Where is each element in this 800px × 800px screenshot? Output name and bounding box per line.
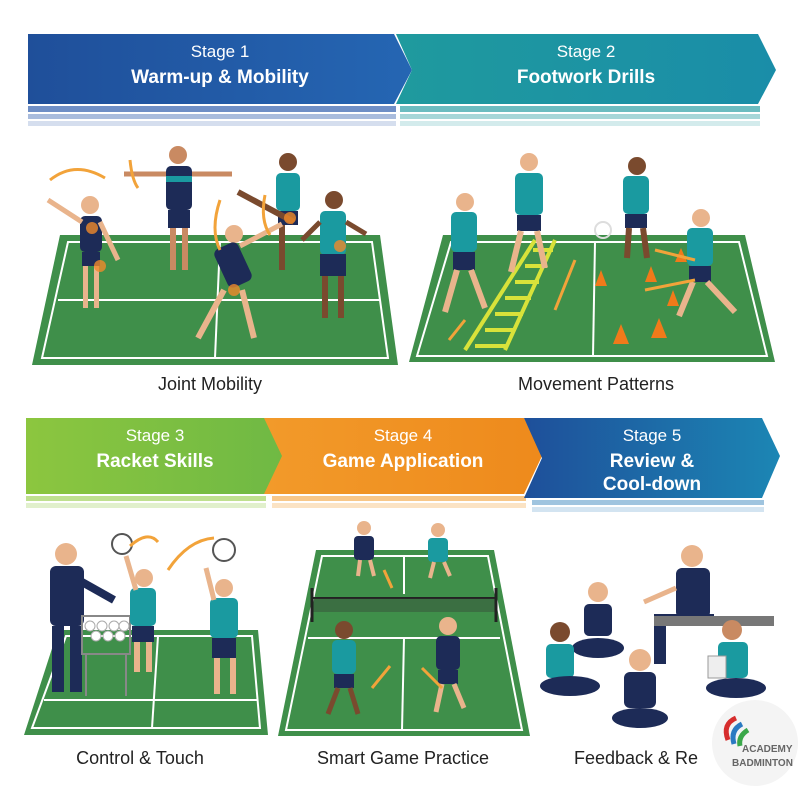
- player-figure: [300, 191, 368, 318]
- player-figure: [325, 621, 361, 715]
- agility-ladder: [463, 238, 557, 352]
- player-figure: [124, 146, 232, 270]
- stage-3-number: Stage 3: [125, 426, 185, 445]
- player-figure: [195, 221, 284, 340]
- stage-1-banner: Stage 1 Warm-up & Mobility: [28, 34, 412, 130]
- stage-3-banner: Stage 3 Racket Skills: [26, 418, 284, 514]
- logo-line2: BADMINTON: [732, 758, 793, 769]
- player-figure: [354, 521, 376, 577]
- player-figure: [111, 533, 156, 672]
- player-figure: [540, 622, 600, 696]
- stage-5-title-line1: Review &: [609, 451, 695, 472]
- stage-3-caption: Control & Touch: [76, 748, 204, 768]
- stage-4-title: Game Application: [322, 451, 484, 472]
- coach-figure: [50, 543, 116, 692]
- player-figure: [442, 193, 488, 313]
- stage-2-title: Footwork Drills: [516, 67, 656, 88]
- stage-4-number: Stage 4: [373, 426, 433, 445]
- player-figure: [572, 582, 624, 658]
- stage-5-title-line2: Cool-down: [602, 474, 702, 495]
- game-practice-illustration: [278, 521, 530, 736]
- player-figure: [612, 649, 668, 728]
- player-figure: [428, 523, 452, 579]
- feedback-illustration: [540, 545, 774, 728]
- player-figure: [203, 538, 238, 694]
- movement-patterns-illustration: [409, 153, 775, 362]
- stage-1-banner-shape: [28, 34, 412, 126]
- coach-figure: [642, 545, 714, 664]
- control-touch-illustration: [24, 533, 268, 735]
- stage-2-banner-shape: [396, 34, 776, 126]
- shuttle-basket: [81, 615, 131, 696]
- stage-3-banner-shape: [26, 418, 284, 508]
- logo-mark-icon: [723, 715, 750, 747]
- stage-5-number: Stage 5: [622, 426, 682, 445]
- badminton-net: [310, 588, 498, 622]
- player-figure: [676, 209, 738, 318]
- academy-logo: ACADEMY BADMINTON: [712, 700, 798, 786]
- player-figure: [508, 153, 548, 273]
- bench: [654, 616, 774, 626]
- stage-1-caption: Joint Mobility: [157, 374, 263, 394]
- stage-1-title: Warm-up & Mobility: [131, 67, 309, 88]
- logo-line1: ACADEMY: [742, 744, 793, 755]
- stage-5-banner-shape: [524, 418, 780, 512]
- stage-1-number: Stage 1: [190, 42, 250, 61]
- stage-5-caption: Feedback & Re: [574, 748, 699, 768]
- stage-4-banner: Stage 4 Game Application: [264, 418, 542, 514]
- stage-4-caption: Smart Game Practice: [316, 748, 490, 768]
- stage-2-banner: Stage 2 Footwork Drills: [396, 34, 776, 130]
- player-figure: [706, 620, 766, 698]
- player-figure: [594, 157, 650, 259]
- stage-3-title: Racket Skills: [96, 451, 214, 472]
- joint-mobility-illustration: [32, 146, 398, 365]
- stage-2-caption: Movement Patterns: [517, 374, 675, 394]
- stage-2-number: Stage 2: [556, 42, 616, 61]
- stage-4-banner-shape: [264, 418, 542, 508]
- stage-5-banner: Stage 5 Review & Cool-down: [524, 418, 780, 514]
